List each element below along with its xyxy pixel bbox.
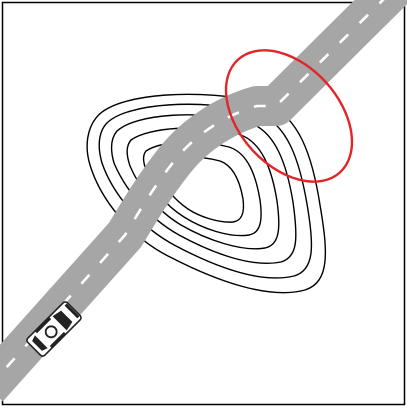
road-over-hill-diagram — [0, 0, 407, 407]
diagram-canvas — [0, 0, 407, 407]
